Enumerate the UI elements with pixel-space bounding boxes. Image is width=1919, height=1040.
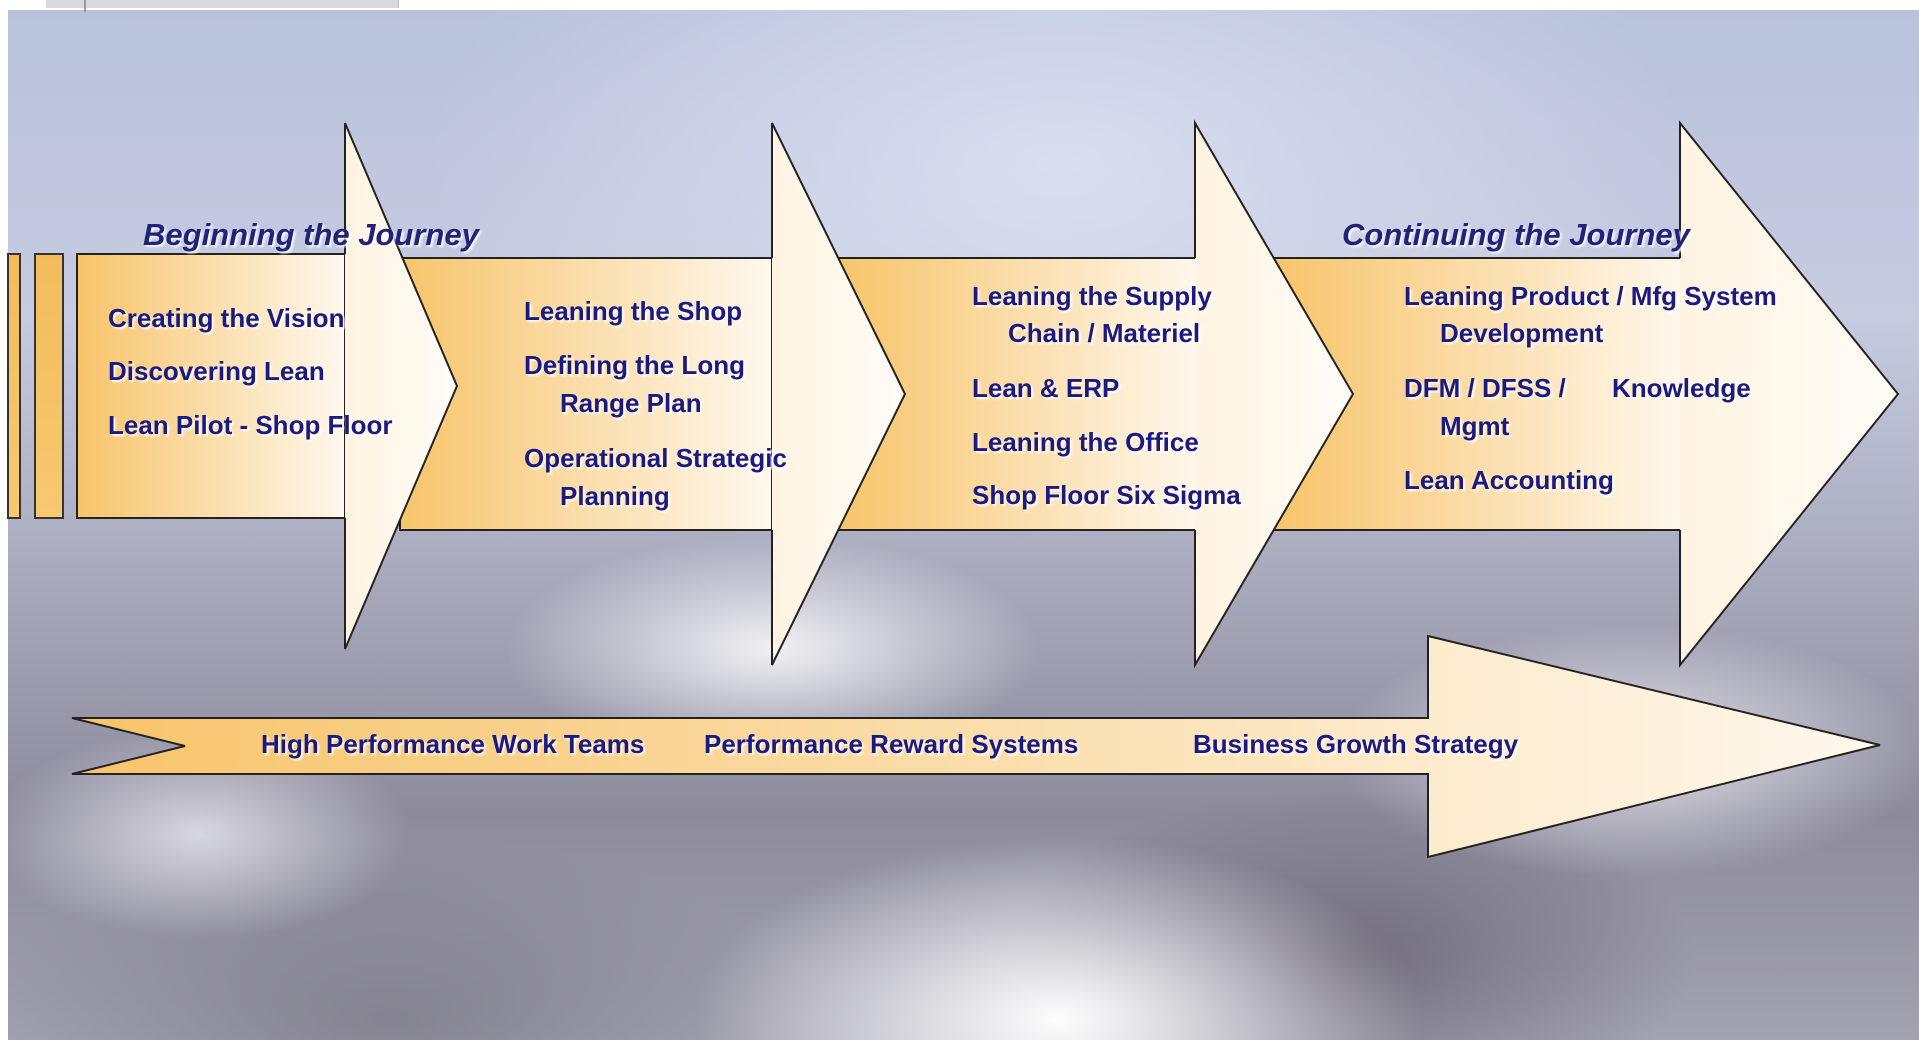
stage1-item-creating-vision: Creating the Vision (108, 303, 345, 333)
bottom-item-growth-strategy: Business Growth Strategy (1193, 729, 1519, 759)
stage2-item-long-range-l2: Range Plan (560, 388, 702, 418)
bottom-item-work-teams: High Performance Work Teams (261, 729, 645, 759)
stage3-arrow (837, 119, 1355, 669)
stage2-item-leaning-shop: Leaning the Shop (524, 296, 743, 326)
stage2-item-operational-l1: Operational Strategic (524, 443, 787, 473)
stage4-item-dfm-dfss: DFM / DFSS / (1404, 373, 1566, 403)
stage3-item-six-sigma: Shop Floor Six Sigma (972, 480, 1241, 510)
heading-beginning: Beginning the Journey (143, 217, 479, 252)
stage4-item-product-dev-l1: Leaning Product / Mfg System (1404, 281, 1777, 311)
bottom-arrow (71, 634, 1881, 859)
lead-bar-2 (34, 253, 64, 519)
lead-bar-1 (7, 253, 21, 519)
stage4-item-knowledge: Knowledge (1612, 373, 1751, 403)
stage3-item-lean-erp: Lean & ERP (972, 373, 1120, 403)
top-window-strip (46, 0, 399, 8)
stage3-item-leaning-office: Leaning the Office (972, 427, 1199, 457)
stage4-item-product-dev-l2: Development (1440, 318, 1604, 348)
stage2-item-operational-l2: Planning (560, 481, 670, 511)
top-window-mark (84, 0, 86, 12)
stage1-item-lean-pilot: Lean Pilot - Shop Floor (108, 410, 393, 440)
bottom-item-reward-systems: Performance Reward Systems (704, 729, 1079, 759)
stage2-item-long-range-l1: Defining the Long (524, 350, 745, 380)
stage3-item-supply-chain-l1: Leaning the Supply (972, 281, 1212, 311)
stage1-arrow (76, 122, 459, 650)
stage1-item-discovering-lean: Discovering Lean (108, 356, 325, 386)
stage4-arrow (1271, 120, 1900, 668)
heading-continuing: Continuing the Journey (1342, 217, 1690, 252)
stage4-item-mgmt: Mgmt (1440, 411, 1510, 441)
stage3-item-supply-chain-l2: Chain / Materiel (1008, 318, 1201, 348)
stage4-item-lean-accounting: Lean Accounting (1404, 465, 1614, 495)
